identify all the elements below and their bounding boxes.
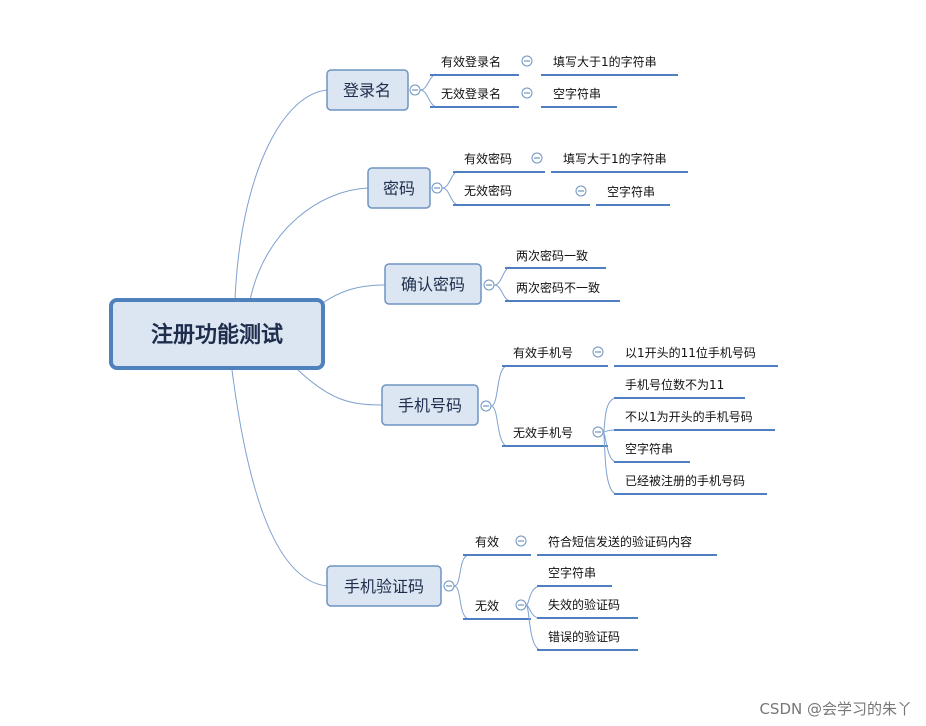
collapse-toggle-invalid-phone[interactable] bbox=[592, 426, 604, 438]
subtopic-valid-phone-label: 有效手机号 bbox=[513, 345, 573, 360]
leaf-phone-wrong-length[interactable]: 手机号位数不为11 bbox=[614, 377, 745, 399]
collapse-toggle-login-name[interactable] bbox=[409, 84, 421, 96]
topic-sms-code-label: 手机验证码 bbox=[344, 577, 424, 596]
topic-confirm-password-label: 确认密码 bbox=[401, 275, 465, 294]
collapse-toggle-password[interactable] bbox=[431, 182, 443, 194]
subtopic-invalid-phone-label: 无效手机号 bbox=[513, 425, 573, 440]
root-topic-label: 注册功能测试 bbox=[151, 322, 283, 348]
leaf-phone-registered-label: 已经被注册的手机号码 bbox=[625, 473, 745, 488]
leaf-password-empty[interactable]: 空字符串 bbox=[596, 184, 670, 206]
leaf-login-name-empty-label: 空字符串 bbox=[553, 86, 601, 101]
leaf-login-name-nonempty[interactable]: 填写大于1的字符串 bbox=[541, 54, 678, 76]
collapse-toggle-invalid-code[interactable] bbox=[515, 599, 527, 611]
leaf-code-empty-label: 空字符串 bbox=[548, 565, 596, 580]
subtopic-valid-code[interactable]: 有效 bbox=[463, 534, 531, 556]
leaf-code-expired-label: 失效的验证码 bbox=[548, 597, 620, 612]
leaf-passwords-mismatch-label: 两次密码不一致 bbox=[516, 280, 600, 295]
subtopic-valid-code-label: 有效 bbox=[475, 534, 499, 549]
subtopic-invalid-login-name-label: 无效登录名 bbox=[441, 86, 501, 101]
subtopic-valid-password-label: 有效密码 bbox=[464, 151, 512, 166]
collapse-toggle-invalid-password[interactable] bbox=[575, 185, 587, 197]
leaf-login-name-nonempty-label: 填写大于1的字符串 bbox=[553, 54, 657, 69]
leaf-phone-registered[interactable]: 已经被注册的手机号码 bbox=[614, 473, 767, 495]
collapse-toggle-sms-code[interactable] bbox=[443, 580, 455, 592]
subtopic-invalid-code[interactable]: 无效 bbox=[463, 598, 531, 620]
topic-password[interactable]: 密码 bbox=[367, 167, 431, 209]
root-topic[interactable]: 注册功能测试 bbox=[109, 298, 325, 370]
subtopic-valid-login-name-label: 有效登录名 bbox=[441, 54, 501, 69]
topic-login-name-label: 登录名 bbox=[343, 81, 391, 100]
leaf-code-empty[interactable]: 空字符串 bbox=[537, 565, 612, 587]
collapse-toggle-confirm-password[interactable] bbox=[483, 279, 495, 291]
leaf-phone-valid-format[interactable]: 以1开头的11位手机号码 bbox=[614, 345, 778, 367]
collapse-toggle-invalid-login-name[interactable] bbox=[521, 87, 533, 99]
leaf-phone-wrong-length-label: 手机号位数不为11 bbox=[625, 377, 724, 392]
subtopic-invalid-code-label: 无效 bbox=[475, 598, 499, 613]
subtopic-invalid-password-label: 无效密码 bbox=[464, 183, 512, 198]
leaf-phone-empty-label: 空字符串 bbox=[625, 441, 673, 456]
leaf-phone-empty[interactable]: 空字符串 bbox=[614, 441, 690, 463]
topic-password-label: 密码 bbox=[383, 179, 415, 198]
leaf-phone-not-start-1-label: 不以1为开头的手机号码 bbox=[625, 409, 753, 424]
subtopic-valid-phone[interactable]: 有效手机号 bbox=[502, 345, 608, 367]
leaf-code-wrong-label: 错误的验证码 bbox=[548, 629, 620, 644]
topic-sms-code[interactable]: 手机验证码 bbox=[326, 565, 442, 607]
topic-phone-number[interactable]: 手机号码 bbox=[381, 384, 479, 426]
subtopic-invalid-phone[interactable]: 无效手机号 bbox=[502, 425, 608, 447]
leaf-code-wrong[interactable]: 错误的验证码 bbox=[537, 629, 638, 651]
leaf-passwords-mismatch[interactable]: 两次密码不一致 bbox=[505, 280, 620, 302]
collapse-toggle-valid-code[interactable] bbox=[515, 535, 527, 547]
topic-phone-number-label: 手机号码 bbox=[398, 396, 462, 415]
subtopic-valid-password[interactable]: 有效密码 bbox=[453, 151, 545, 173]
csdn-watermark: CSDN @会学习的朱丫 bbox=[759, 700, 912, 718]
topic-login-name[interactable]: 登录名 bbox=[326, 69, 409, 111]
leaf-code-expired[interactable]: 失效的验证码 bbox=[537, 597, 638, 619]
subtopic-valid-login-name[interactable]: 有效登录名 bbox=[430, 54, 519, 76]
leaf-password-empty-label: 空字符串 bbox=[607, 184, 655, 199]
subtopic-invalid-login-name[interactable]: 无效登录名 bbox=[430, 86, 519, 108]
leaf-passwords-match[interactable]: 两次密码一致 bbox=[505, 248, 606, 269]
root-connectors bbox=[231, 89, 386, 587]
leaf-phone-valid-format-label: 以1开头的11位手机号码 bbox=[625, 345, 756, 360]
topic-confirm-password[interactable]: 确认密码 bbox=[384, 263, 482, 305]
leaf-passwords-match-label: 两次密码一致 bbox=[516, 248, 588, 263]
leaf-code-matching-label: 符合短信发送的验证码内容 bbox=[548, 534, 692, 549]
leaf-password-nonempty-label: 填写大于1的字符串 bbox=[563, 151, 667, 166]
leaf-phone-not-start-1[interactable]: 不以1为开头的手机号码 bbox=[614, 409, 775, 431]
leaf-code-matching[interactable]: 符合短信发送的验证码内容 bbox=[537, 534, 717, 556]
collapse-toggle-phone-number[interactable] bbox=[480, 400, 492, 412]
collapse-toggle-valid-login-name[interactable] bbox=[521, 55, 533, 67]
leaf-password-nonempty[interactable]: 填写大于1的字符串 bbox=[551, 151, 688, 173]
subtopic-invalid-password[interactable]: 无效密码 bbox=[453, 183, 590, 206]
collapse-toggle-valid-password[interactable] bbox=[531, 152, 543, 164]
collapse-toggle-valid-phone[interactable] bbox=[592, 346, 604, 358]
leaf-login-name-empty[interactable]: 空字符串 bbox=[541, 86, 617, 108]
